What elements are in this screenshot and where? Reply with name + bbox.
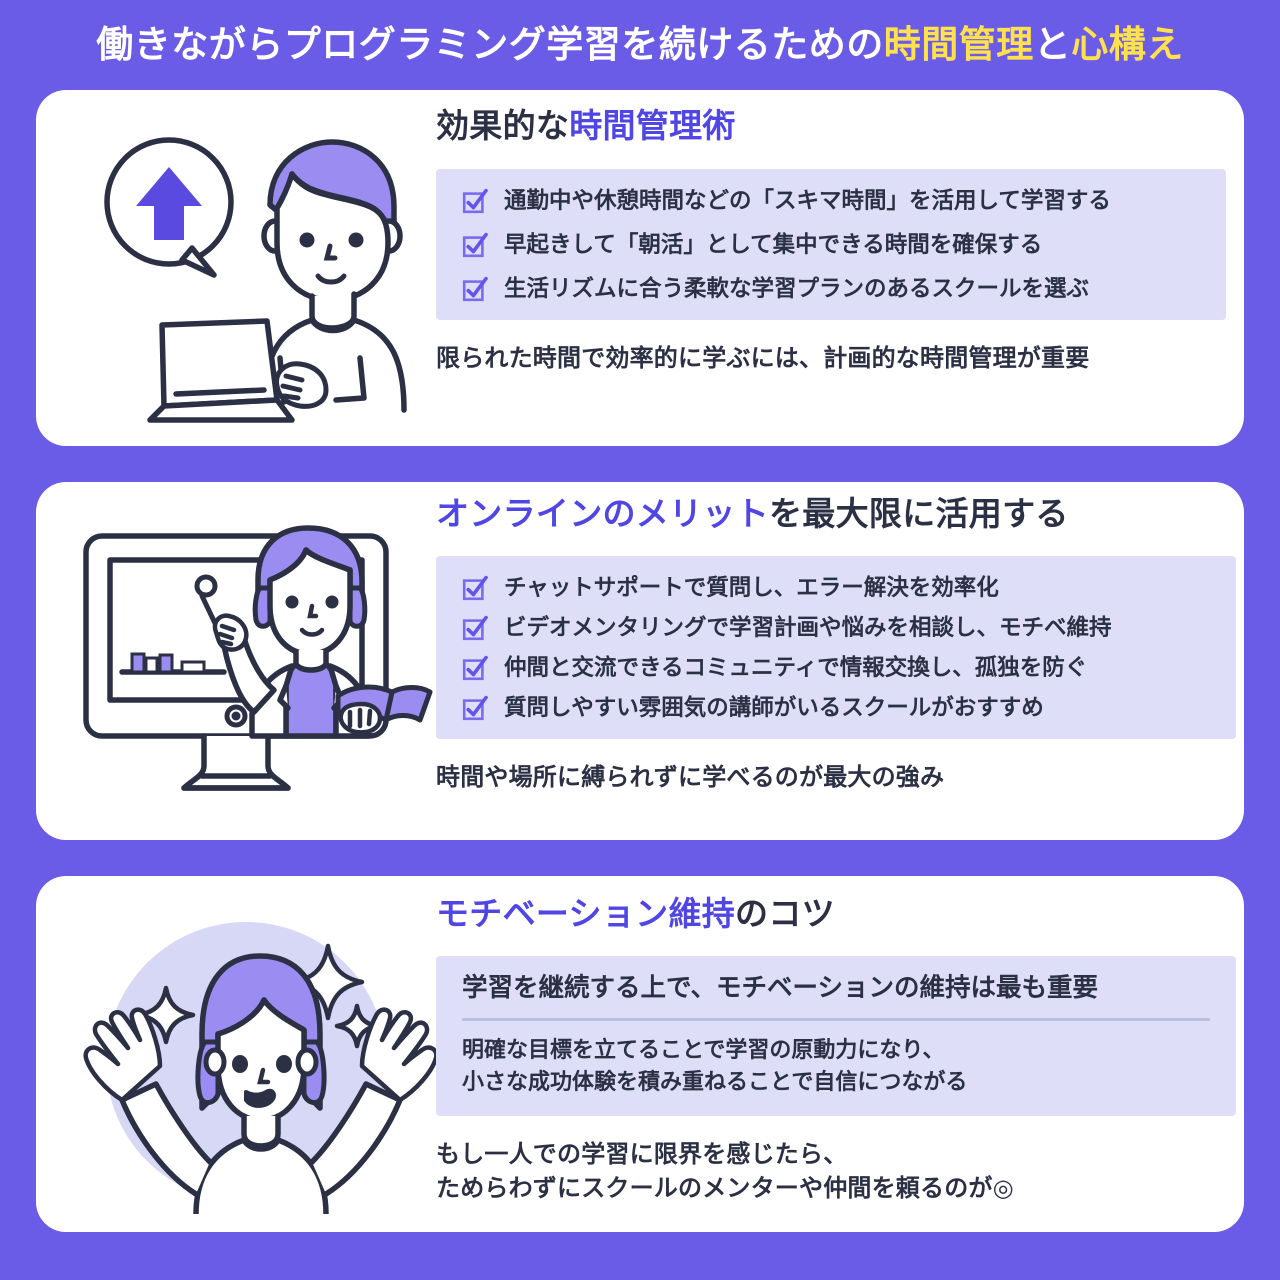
section-3-heading-accent: モチベーション維持 (436, 895, 736, 932)
checkbox-checked-icon (462, 188, 488, 214)
section-3-panel-line-1: 明確な目標を立てることで学習の原動力になり、 (462, 1036, 945, 1062)
checkbox-checked-icon (462, 232, 488, 258)
checklist-item-label: 生活リズムに合う柔軟な学習プランのあるスクールを選ぶ (504, 275, 1090, 301)
section-2-heading-plain: を最大限に活用する (769, 495, 1069, 532)
section-3-panel-line-2: 小さな成功体験を積み重ねることで自信につながる (462, 1068, 968, 1094)
checklist-item: 仲間と交流できるコミュニティで情報交換し、孤独を防ぐ (462, 654, 1212, 681)
section-1-content: 効果的な時間管理術 通勤中や休憩時間などの「スキマ時間」を活用して学習する (436, 106, 1226, 376)
checklist-item: ビデオメンタリングで学習計画や悩みを相談し、モチベ維持 (462, 614, 1212, 641)
section-2-content: オンラインのメリットを最大限に活用する チャットサポートで質問し、エラー解決を効… (436, 494, 1236, 795)
checkbox-checked-icon (462, 695, 488, 721)
checklist-item: チャットサポートで質問し、エラー解決を効率化 (462, 574, 1212, 601)
checkbox-checked-icon (462, 575, 488, 601)
checklist-item-label: 仲間と交流できるコミュニティで情報交換し、孤独を防ぐ (504, 654, 1088, 680)
section-2-checklist: チャットサポートで質問し、エラー解決を効率化 ビデオメンタリングで学習計画や悩み… (436, 555, 1236, 739)
title-part-2: と (1033, 24, 1072, 65)
panel-divider (462, 1017, 1210, 1021)
checklist-item-label: ビデオメンタリングで学習計画や悩みを相談し、モチベ維持 (504, 614, 1112, 640)
section-3-heading-plain: のコツ (735, 895, 835, 932)
section-1-heading-plain: 効果的な (436, 107, 570, 144)
section-2-heading-accent: オンラインのメリット (436, 495, 769, 532)
checklist-item: 早起きして「朝活」として集中できる時間を確保する (462, 231, 1202, 258)
section-1-heading: 効果的な時間管理術 (436, 106, 1226, 146)
checklist-item-label: チャットサポートで質問し、エラー解決を効率化 (504, 574, 999, 600)
checkbox-checked-icon (462, 615, 488, 641)
checkbox-checked-icon (462, 655, 488, 681)
section-3-heading: モチベーション維持のコツ (436, 894, 1236, 934)
section-2-caption: 時間や場所に縛られずに学べるのが最大の強み (436, 763, 945, 791)
title-highlight-1: 時間管理 (883, 24, 1034, 65)
online-teacher-monitor-illustration (74, 514, 444, 819)
section-2-heading: オンラインのメリットを最大限に活用する (436, 494, 1236, 534)
section-1-checklist: 通勤中や休憩時間などの「スキマ時間」を活用して学習する 早起きして「朝活」として… (436, 168, 1226, 320)
section-3-content: モチベーション維持のコツ 学習を継続する上で、モチベーションの維持は最も重要 明… (436, 894, 1236, 1207)
checkbox-checked-icon (462, 276, 488, 302)
title-highlight-2: 心構え (1071, 24, 1184, 65)
section-1-heading-accent: 時間管理術 (569, 107, 736, 144)
checklist-item: 生活リズムに合う柔軟な学習プランのあるスクールを選ぶ (462, 275, 1202, 302)
section-3-caption-line-2: ためらわずにスクールのメンターや仲間を頼るのが◎ (436, 1175, 1014, 1203)
checklist-item: 質問しやすい雰囲気の講師がいるスクールがおすすめ (462, 694, 1212, 721)
checklist-item-label: 早起きして「朝活」として集中できる時間を確保する (504, 231, 1043, 257)
page-title: 働きながらプログラミング学習を続けるための時間管理と心構え (0, 22, 1280, 68)
section-card-online-merits: オンラインのメリットを最大限に活用する チャットサポートで質問し、エラー解決を効… (36, 482, 1244, 840)
title-part-1: 働きながらプログラミング学習を続けるための (96, 24, 884, 65)
section-1-caption: 限られた時間で効率的に学ぶには、計画的な時間管理が重要 (436, 344, 1090, 372)
section-3-panel: 学習を継続する上で、モチベーションの維持は最も重要 明確な目標を立てることで学習… (436, 955, 1236, 1116)
checklist-item: 通勤中や休憩時間などの「スキマ時間」を活用して学習する (462, 187, 1202, 214)
arrow-up-icon (136, 167, 202, 240)
cheering-person-illustration (60, 894, 440, 1219)
section-3-panel-heading: 学習を継続する上で、モチベーションの維持は最も重要 (462, 973, 1098, 1002)
section-card-time-management: 効果的な時間管理術 通勤中や休憩時間などの「スキマ時間」を活用して学習する (36, 90, 1244, 446)
checklist-item-label: 質問しやすい雰囲気の講師がいるスクールがおすすめ (504, 694, 1044, 720)
checklist-item-label: 通勤中や休憩時間などの「スキマ時間」を活用して学習する (504, 187, 1111, 213)
person-at-laptop-illustration (64, 110, 444, 435)
section-card-motivation: モチベーション維持のコツ 学習を継続する上で、モチベーションの維持は最も重要 明… (36, 876, 1244, 1232)
sparkle-icon (136, 943, 380, 1049)
section-3-caption-line-1: もし一人での学習に限界を感じたら、 (436, 1140, 848, 1168)
